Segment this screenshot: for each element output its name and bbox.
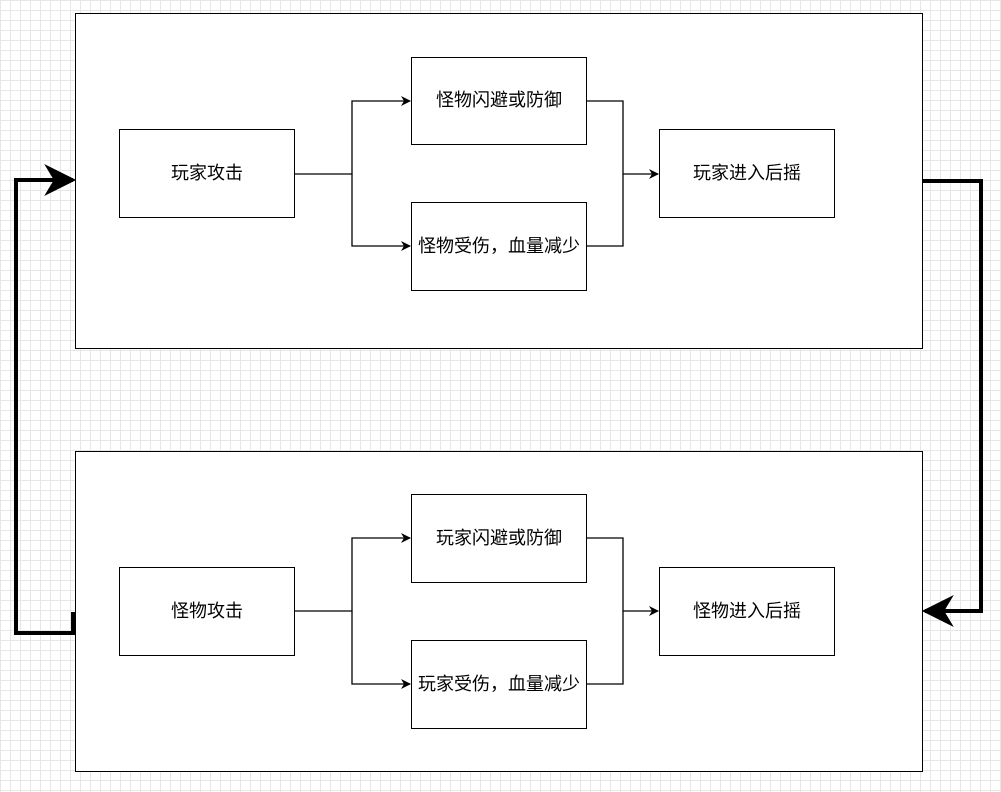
player-hurt-node: 玩家受伤，血量减少 [411, 640, 587, 729]
monster-evade-node: 怪物闪避或防御 [411, 57, 587, 145]
edge-loop-bottom-to-top [14, 164, 77, 635]
edge-loop-top-to-bottom [921, 179, 983, 627]
edge-player-hurt-to-recover [587, 611, 624, 685]
monster-recover-node: 怪物进入后摇 [659, 567, 835, 656]
player-evade-node: 玩家闪避或防御 [411, 494, 587, 583]
edge-monster-evade-to-recover [587, 100, 659, 179]
player-attack-node: 玩家攻击 [119, 129, 295, 218]
edge-monster-hurt-to-recover [587, 174, 624, 247]
edge-attack-to-player-hurt [351, 611, 411, 689]
monster-hurt-node: 怪物受伤，血量减少 [411, 202, 587, 291]
edge-attack-to-player-evade [295, 533, 411, 612]
monster-attack-node: 怪物攻击 [119, 567, 295, 656]
edge-attack-to-monster-hurt [351, 174, 411, 251]
edge-player-evade-to-recover [587, 537, 659, 616]
edge-attack-to-monster-evade [295, 96, 411, 175]
player-recover-node: 玩家进入后摇 [659, 129, 835, 218]
